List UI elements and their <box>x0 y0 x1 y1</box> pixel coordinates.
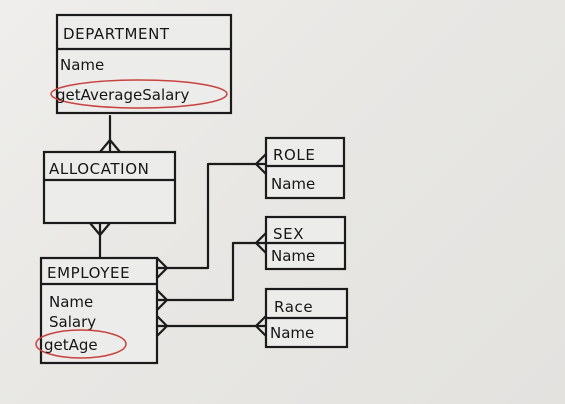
sex-title: SEX <box>273 225 304 243</box>
employee-title: EMPLOYEE <box>47 264 130 282</box>
race-title: Race <box>274 298 313 316</box>
employee-box <box>39 256 159 365</box>
relationship-role-employee <box>155 152 268 280</box>
relationship-race-employee <box>155 314 268 338</box>
employee-attribute-name: Name <box>49 293 93 311</box>
employee-method-get-age: getAge <box>44 336 98 354</box>
department-attribute-name: Name <box>60 56 104 74</box>
role-box <box>264 136 346 200</box>
role-attribute-name: Name <box>271 175 315 193</box>
relationship-employee-allocation <box>88 221 112 260</box>
relationship-sex-employee <box>155 231 268 312</box>
employee-entity: EMPLOYEE Name Salary getAge <box>35 256 159 365</box>
role-entity: ROLE Name <box>264 136 346 200</box>
department-method-get-average-salary: getAverageSalary <box>56 86 189 104</box>
race-entity: Race Name <box>264 287 349 349</box>
department-entity: DEPARTMENT Name getAverageSalary <box>50 13 233 115</box>
department-box <box>55 13 233 115</box>
allocation-title: ALLOCATION <box>49 160 149 178</box>
sex-entity: SEX Name <box>264 215 347 271</box>
department-title: DEPARTMENT <box>63 25 170 43</box>
relationship-department-allocation <box>98 114 122 154</box>
employee-attribute-salary: Salary <box>49 313 96 331</box>
race-attribute-name: Name <box>270 324 314 342</box>
allocation-box <box>42 150 177 225</box>
employee-method-highlight <box>35 329 127 359</box>
role-title: ROLE <box>273 146 315 164</box>
allocation-entity: ALLOCATION <box>42 150 177 225</box>
sex-attribute-name: Name <box>271 247 315 265</box>
department-method-highlight <box>50 79 228 109</box>
